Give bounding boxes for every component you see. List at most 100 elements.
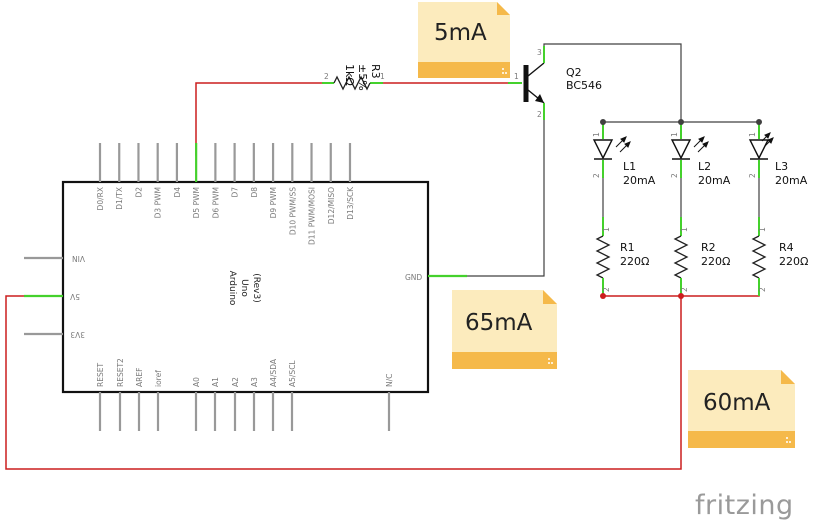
note-transistor-current[interactable]: 5mA: [418, 2, 510, 78]
note-grip-dot: [789, 441, 791, 443]
fritzing-logo: fritzing: [695, 490, 794, 521]
pin-label-bottom: A4/SDA: [269, 358, 278, 387]
r3-name: R3: [369, 64, 382, 79]
pin-label-bottom: A0: [192, 377, 201, 387]
note-grip-dot: [502, 72, 504, 74]
board-name-line3: (Rev3): [251, 273, 261, 302]
resistor-zigzag: [595, 235, 611, 279]
note-grip-dot: [551, 362, 553, 364]
resistor-r4[interactable]: 1 2 R4 220Ω: [751, 217, 808, 296]
resistor-r3[interactable]: 2 1 R3 ±5% 1kΩ: [322, 64, 385, 91]
pin-label-top: D1/TX: [115, 187, 124, 210]
junction-top-mid: [678, 119, 684, 125]
pin-label-top: D4: [173, 187, 182, 198]
q2-emitter-arrow: [535, 94, 544, 103]
resistor-pin-one: 1: [602, 227, 611, 232]
pin-label-top: D13/SCK: [346, 186, 355, 220]
q2-pin-b: 1: [514, 72, 519, 81]
pin-label-3v3: 3V3: [70, 330, 85, 339]
q2-name: Q2: [566, 66, 582, 79]
pin-label-top: D6 PWM: [211, 187, 220, 218]
pin-label-top: D0/RX: [96, 187, 105, 210]
wire-collector-bus[interactable]: [543, 43, 682, 123]
led-triangle: [592, 139, 614, 160]
resistor-pin-one: 1: [758, 227, 767, 232]
pin-label-gnd: GND: [405, 273, 422, 282]
pin-label-bottom: A3: [250, 377, 259, 387]
board-name-line1: Arduino: [227, 271, 237, 306]
wire-5v-loop[interactable]: [5, 295, 682, 470]
pin-label-bottom: AREF: [135, 368, 144, 387]
note-text: 60mA: [703, 390, 771, 416]
pin-label-top: D3 PWM: [154, 187, 163, 218]
note-gnd-current[interactable]: 65mA: [452, 290, 557, 369]
note-grip-dot: [548, 358, 550, 360]
pin-label-bottom: ioref: [154, 370, 163, 387]
arduino-board-label: Arduino Uno (Rev3): [227, 271, 261, 306]
led-pin-one: 1: [592, 132, 601, 137]
arduino-right-pins: GND: [405, 273, 467, 282]
led-current: 20mA: [775, 174, 808, 187]
pin-label-bottom: A1: [211, 377, 220, 387]
resistor-pin-two: 2: [680, 287, 689, 292]
junctions: [600, 119, 762, 299]
pin-label-bottom: A2: [231, 377, 240, 387]
pin-label-top: D5 PWM: [192, 187, 201, 218]
junction-bottom-mid: [678, 293, 684, 299]
led-emission-icon: [615, 136, 631, 153]
board-name-line2: Uno: [239, 279, 249, 297]
led-l3[interactable]: 1 2 L3 20mA: [748, 122, 808, 187]
note-corner: [543, 290, 557, 304]
q2-model: BC546: [566, 79, 602, 92]
pin-label-top: D12/MISO: [327, 187, 336, 224]
note-band: [452, 352, 557, 369]
pin-label-top: D10 PWM/SS: [288, 187, 297, 235]
note-text: 5mA: [434, 20, 487, 46]
resistor-zigzag: [673, 235, 689, 279]
note-text: 65mA: [465, 310, 533, 336]
resistor-r1[interactable]: 1 2 R1 220Ω: [595, 217, 649, 296]
q2-collector-diag: [527, 62, 545, 77]
resistor-r2[interactable]: 1 2 R2 220Ω: [673, 217, 730, 296]
led-current: 20mA: [623, 174, 656, 187]
led-name: L1: [623, 160, 636, 173]
transistor-q2[interactable]: 3 1 2 Q2 BC546: [508, 46, 602, 120]
led-l2[interactable]: 1 2 L2 20mA: [670, 122, 731, 187]
led-pin-two: 2: [592, 173, 601, 178]
note-grip-dot: [786, 437, 788, 439]
led-pin-two: 2: [670, 173, 679, 178]
r3-value: 1kΩ: [343, 64, 356, 86]
arduino-uno[interactable]: D0/RX D1/TX D2 D3 PWM D4 D5 PWM D6 PWM D7 D8 D9 P…: [24, 143, 467, 431]
led-l1[interactable]: 1 2 L1 20mA: [592, 122, 656, 187]
pin-label-top: D9 PWM: [269, 187, 278, 218]
q2-pin-e: 2: [537, 110, 542, 119]
resistor-zigzag: [751, 235, 767, 279]
junction-top-left: [600, 119, 606, 125]
note-supply-current[interactable]: 60mA: [688, 370, 795, 448]
pin-label-top: D2: [134, 187, 143, 198]
note-corner: [781, 370, 795, 384]
resistor-pin-two: 2: [602, 287, 611, 292]
pin-label-top: D7: [231, 187, 240, 198]
led-name: L3: [775, 160, 788, 173]
led-emission-icon: [693, 136, 709, 153]
pin-label-top: D8: [250, 187, 259, 198]
note-band: [418, 62, 510, 78]
note-grip-dot: [505, 72, 507, 74]
note-grip-dot: [786, 441, 788, 443]
led-triangle: [670, 139, 692, 160]
note-body: [688, 370, 795, 448]
pin-label-bottom: RESET: [96, 363, 105, 387]
arduino-left-pins: VIN 5V 3V3: [24, 254, 85, 339]
resistor-name: R4: [779, 241, 794, 254]
note-grip-dot: [502, 68, 504, 70]
led-pin-one: 1: [748, 132, 757, 137]
resistor-value: 220Ω: [620, 255, 649, 268]
resistor-value: 220Ω: [701, 255, 730, 268]
wire-emitter-to-gnd[interactable]: [447, 107, 545, 277]
q2-pin-c: 3: [537, 48, 542, 57]
resistor-pin-one: 1: [680, 227, 689, 232]
wire-d5-to-r3[interactable]: [195, 82, 323, 156]
